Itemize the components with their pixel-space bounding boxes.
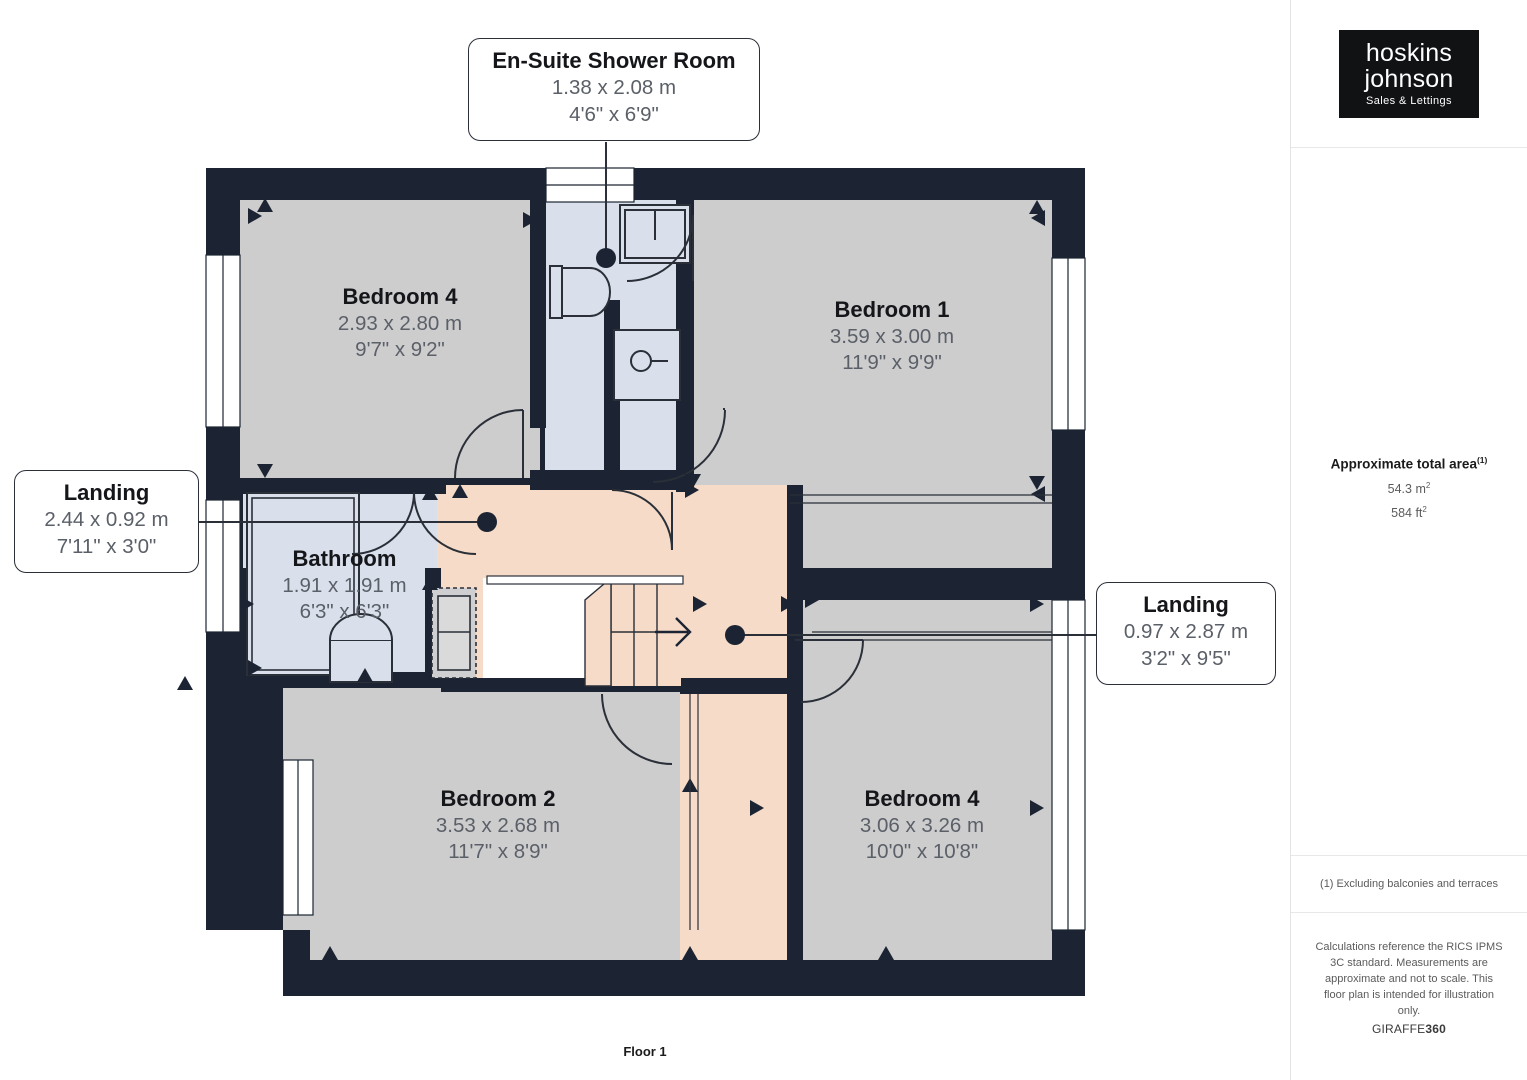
room-metric: 3.59 x 3.00 m [829, 324, 955, 348]
total-area-metric-sup: 2 [1425, 480, 1431, 490]
callout-metric: 2.44 x 0.92 m [44, 508, 169, 532]
total-area-block: Approximate total area(1) 54.3 m2 584 ft… [1291, 455, 1527, 520]
room-metric: 1.91 x 1.91 m [282, 573, 407, 597]
total-area-title: Approximate total area(1) [1291, 455, 1527, 472]
brand-suffix: 360 [1425, 1022, 1447, 1036]
room-imperial: 10'0" x 10'8" [865, 840, 979, 864]
callout-landing-left: Landing 2.44 x 0.92 m 7'11" x 3'0" [14, 470, 199, 573]
callout-name: Landing [63, 480, 150, 505]
footnote-excluding: (1) Excluding balconies and terraces [1291, 855, 1527, 913]
room-name: Bathroom [292, 546, 397, 571]
total-area-title-sup: (1) [1476, 455, 1488, 465]
room-label-bathroom: Bathroom 1.91 x 1.91 m 6'3" x 6'3" [222, 546, 467, 624]
wall-detail-lines [689, 494, 1052, 930]
room-name: Bedroom 1 [834, 297, 950, 322]
dimension-ticks [177, 198, 1045, 960]
room-name: Bedroom 4 [864, 786, 980, 811]
logo-cell: hoskins johnson Sales & Lettings [1291, 0, 1527, 148]
logo-tagline: Sales & Lettings [1366, 94, 1452, 107]
room-imperial: 11'7" x 8'9" [448, 840, 548, 864]
room-label-bedroom-1: Bedroom 1 3.59 x 3.00 m 11'9" x 9'9" [742, 297, 1042, 375]
total-area-title-text: Approximate total area [1330, 456, 1477, 472]
stair-direction-arrow [655, 617, 692, 647]
info-sidebar: hoskins johnson Sales & Lettings Approxi… [1290, 0, 1527, 1080]
room-floors [240, 200, 1052, 960]
disclaimer-text: Calculations reference the RICS IPMS 3C … [1315, 941, 1503, 1017]
floor-bedroom-4-bottom [790, 600, 1052, 960]
room-name: Bedroom 4 [342, 284, 458, 309]
giraffe360-brand: GIRAFFE360 [1291, 1022, 1527, 1036]
callout-imperial: 3'2" x 9'5" [1141, 646, 1231, 670]
interior-walls [240, 168, 1085, 962]
floor-bedroom-2 [310, 688, 680, 960]
callout-ensuite: En-Suite Shower Room 1.38 x 2.08 m 4'6" … [468, 38, 760, 141]
brand-prefix: GIRAFFE [1371, 1022, 1426, 1036]
floor-label: Floor 1 [623, 1044, 667, 1059]
floorplan-canvas: hoskins johnson Sales & Lettings [14, 38, 1276, 1059]
room-label-bedroom-4-bottom: Bedroom 4 3.06 x 3.26 m 10'0" x 10'8" [772, 786, 1072, 864]
callout-name: En-Suite Shower Room [492, 48, 736, 73]
callout-imperial: 7'11" x 3'0" [56, 534, 157, 558]
total-area-metric: 54.3 m2 [1291, 481, 1527, 496]
floor-bedroom-1 [692, 200, 1052, 490]
total-area-imperial-sup: 2 [1422, 504, 1427, 514]
room-metric: 2.93 x 2.80 m [337, 311, 463, 335]
callout-name: Landing [1143, 592, 1229, 617]
total-area-imperial-value: 584 ft [1391, 505, 1423, 520]
staircase [486, 575, 692, 687]
basin-icon [613, 329, 681, 401]
callout-metric: 0.97 x 2.87 m [1123, 620, 1249, 644]
room-imperial: 6'3" x 6'3" [299, 600, 390, 624]
total-area-metric-value: 54.3 m [1387, 481, 1426, 496]
logo-line-2: johnson [1364, 64, 1454, 93]
toilet-icon [555, 267, 611, 317]
ensuite-fixtures [549, 204, 691, 401]
room-name: Bedroom 2 [440, 786, 556, 811]
room-label-bedroom-4-top: Bedroom 4 2.93 x 2.80 m 9'7" x 9'2" [253, 284, 547, 362]
handrail [486, 575, 684, 585]
room-label-bedroom-2: Bedroom 2 3.53 x 2.68 m 11'7" x 8'9" [348, 786, 648, 864]
room-metric: 3.06 x 3.26 m [859, 813, 985, 837]
logo-line-1: hoskins [1365, 38, 1453, 67]
landing-right-marker [725, 625, 745, 645]
callout-leaders [196, 142, 1096, 645]
callout-metric: 1.38 x 2.08 m [551, 76, 677, 100]
callout-imperial: 4'6" x 6'9" [569, 102, 659, 126]
callout-landing-right: Landing 0.97 x 2.87 m 3'2" x 9'5" [1096, 582, 1276, 685]
windows [205, 167, 1086, 931]
floor-bedroom-4-top [240, 200, 540, 478]
bathroom-fixtures [246, 492, 477, 683]
room-imperial: 9'7" x 9'2" [355, 338, 445, 362]
landing-left-marker [477, 512, 497, 532]
hoskins-johnson-logo: hoskins johnson Sales & Lettings [1339, 29, 1479, 118]
total-area-imperial: 584 ft2 [1291, 505, 1527, 520]
room-imperial: 11'9" x 9'9" [842, 351, 942, 375]
room-metric: 3.53 x 2.68 m [435, 813, 561, 837]
ensuite-marker [596, 248, 616, 268]
floorplan-svg: hoskins johnson Sales & Lettings [177, 142, 1096, 996]
